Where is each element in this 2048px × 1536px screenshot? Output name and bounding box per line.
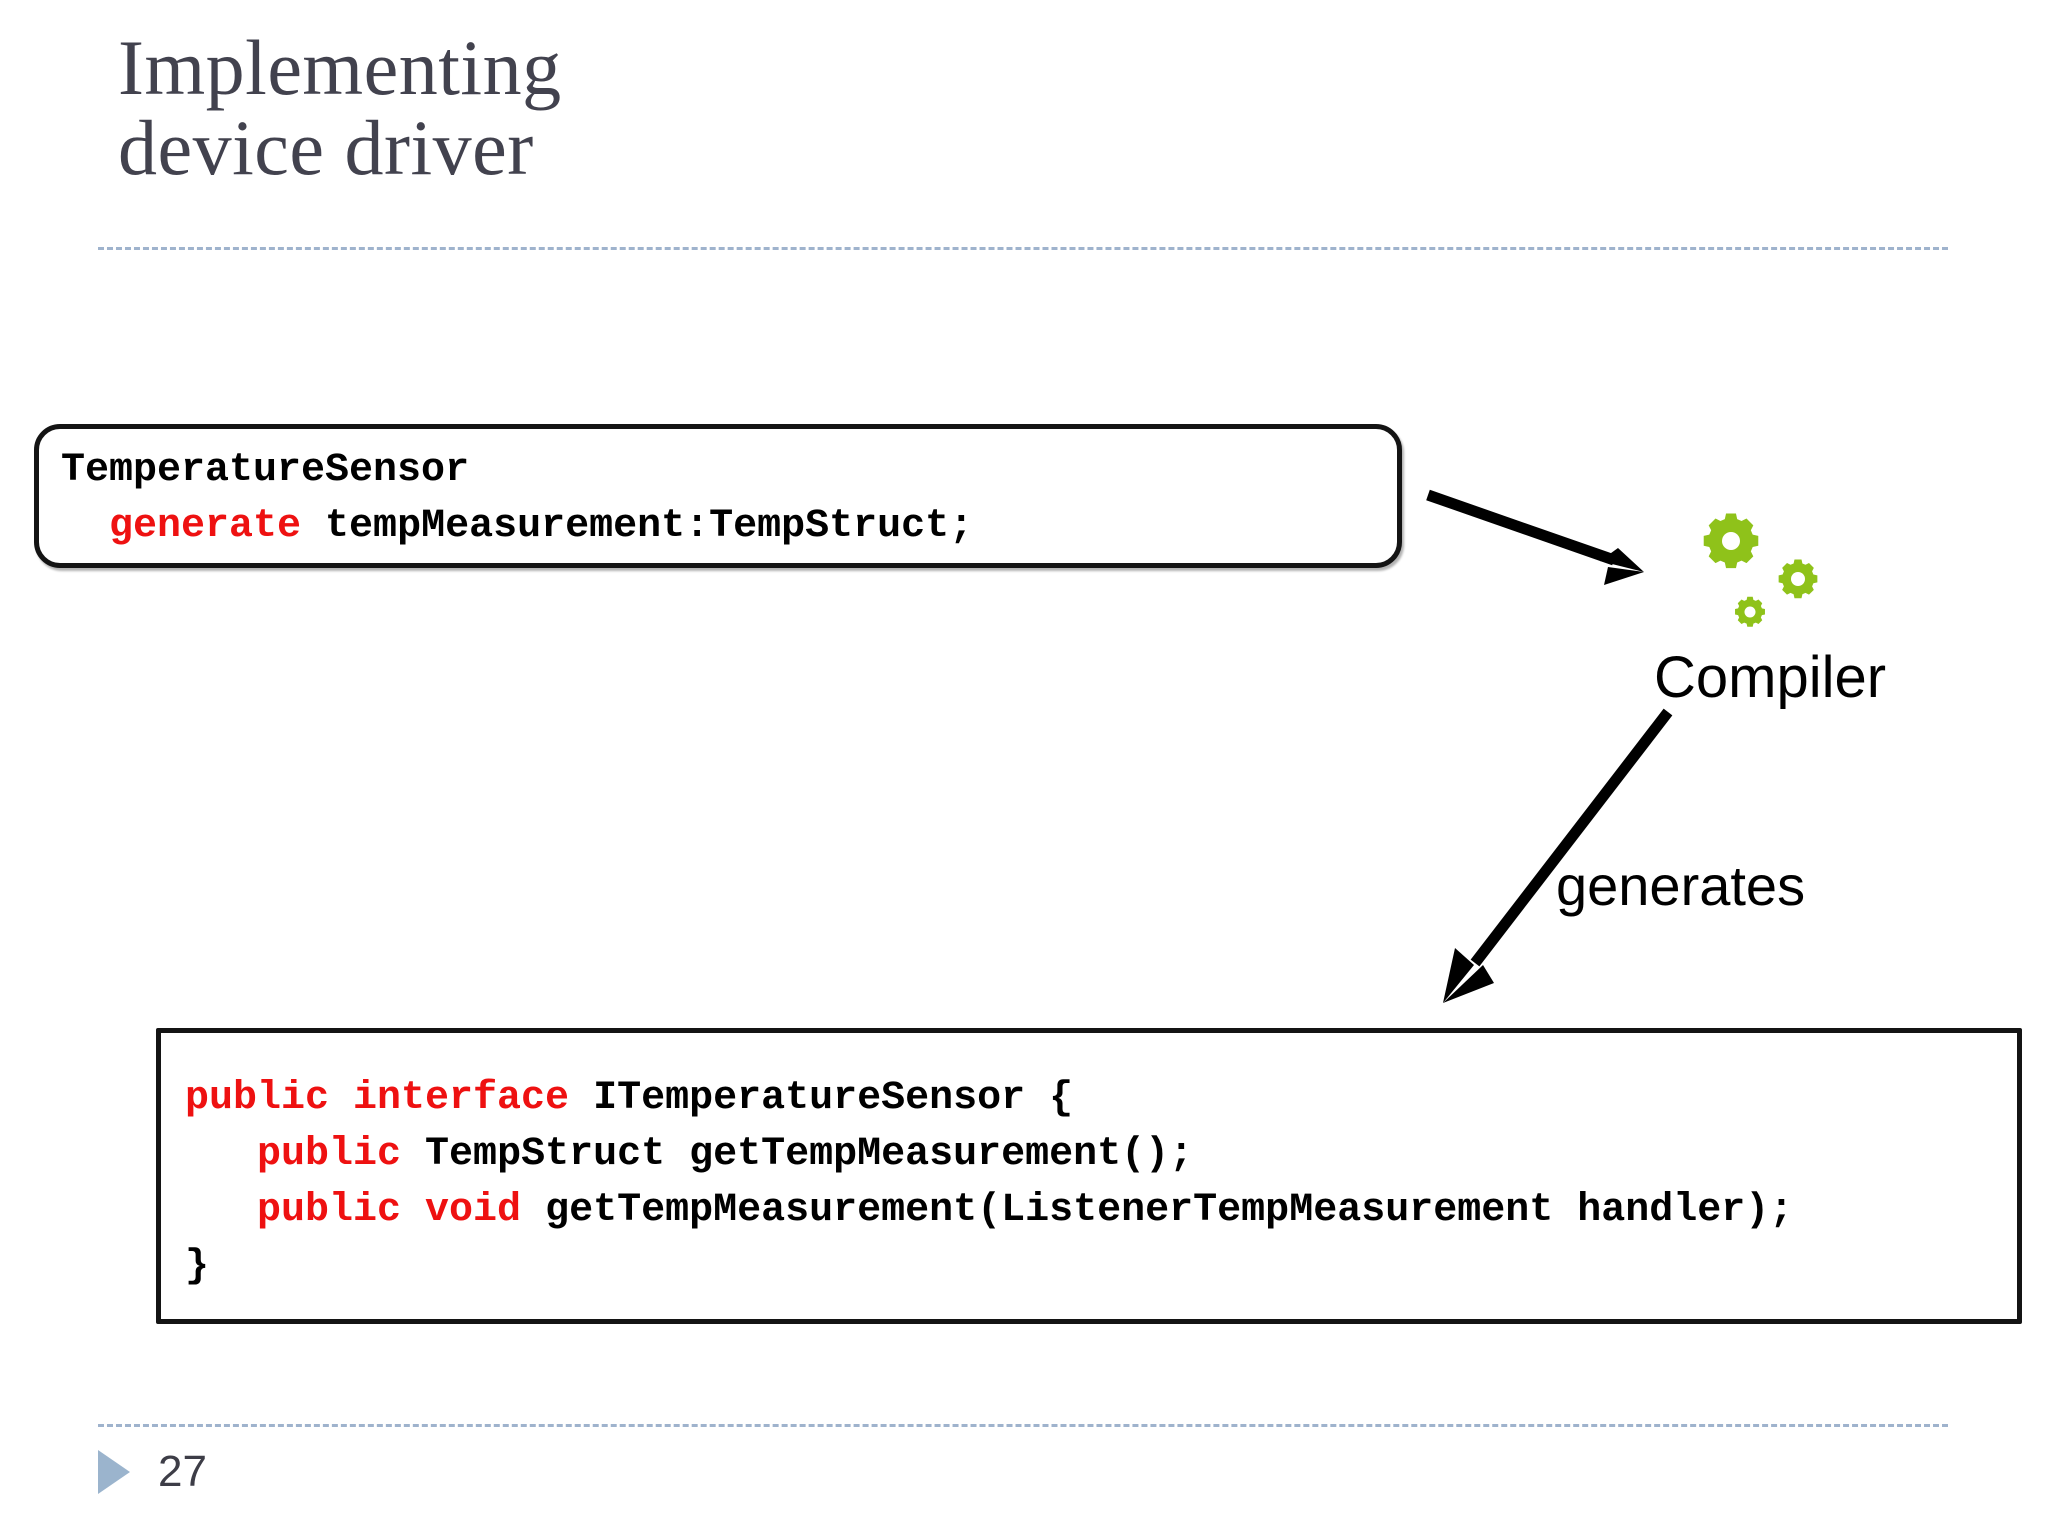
footer-triangle-icon bbox=[98, 1450, 130, 1494]
page-number: 27 bbox=[158, 1447, 207, 1496]
code2-line1-rest: ITemperatureSensor { bbox=[569, 1076, 1074, 1121]
code1-line2-keyword: generate bbox=[109, 504, 302, 549]
arrow-source-to-compiler bbox=[1426, 489, 1644, 585]
source-code-box: TemperatureSensor generate tempMeasureme… bbox=[34, 424, 1402, 568]
code2-line3-indent bbox=[185, 1188, 257, 1233]
code1-line2-indent bbox=[61, 504, 109, 549]
code2-line4: } bbox=[185, 1244, 210, 1289]
code2-line1-keyword: public interface bbox=[185, 1076, 570, 1121]
page-title: Implementing device driver bbox=[118, 24, 562, 191]
code2-line2-indent bbox=[185, 1132, 257, 1177]
generated-code-box: public interface ITemperatureSensor { pu… bbox=[156, 1028, 2022, 1324]
title-divider bbox=[98, 247, 1948, 250]
code2-line3-rest: getTempMeasurement(ListenerTempMeasureme… bbox=[521, 1188, 1794, 1233]
footer-divider bbox=[98, 1424, 1948, 1427]
code1-line2-rest: tempMeasurement:TempStruct; bbox=[301, 504, 974, 549]
code1-line1: TemperatureSensor bbox=[61, 448, 470, 493]
code2-line2-rest: TempStruct getTempMeasurement(); bbox=[401, 1132, 1194, 1177]
gears-icon bbox=[1703, 513, 1818, 627]
code2-line3-keyword: public void bbox=[257, 1188, 522, 1233]
code2-line2-keyword: public bbox=[257, 1132, 402, 1177]
compiler-label: Compiler bbox=[1654, 645, 1887, 710]
generates-label: generates bbox=[1556, 854, 1806, 917]
